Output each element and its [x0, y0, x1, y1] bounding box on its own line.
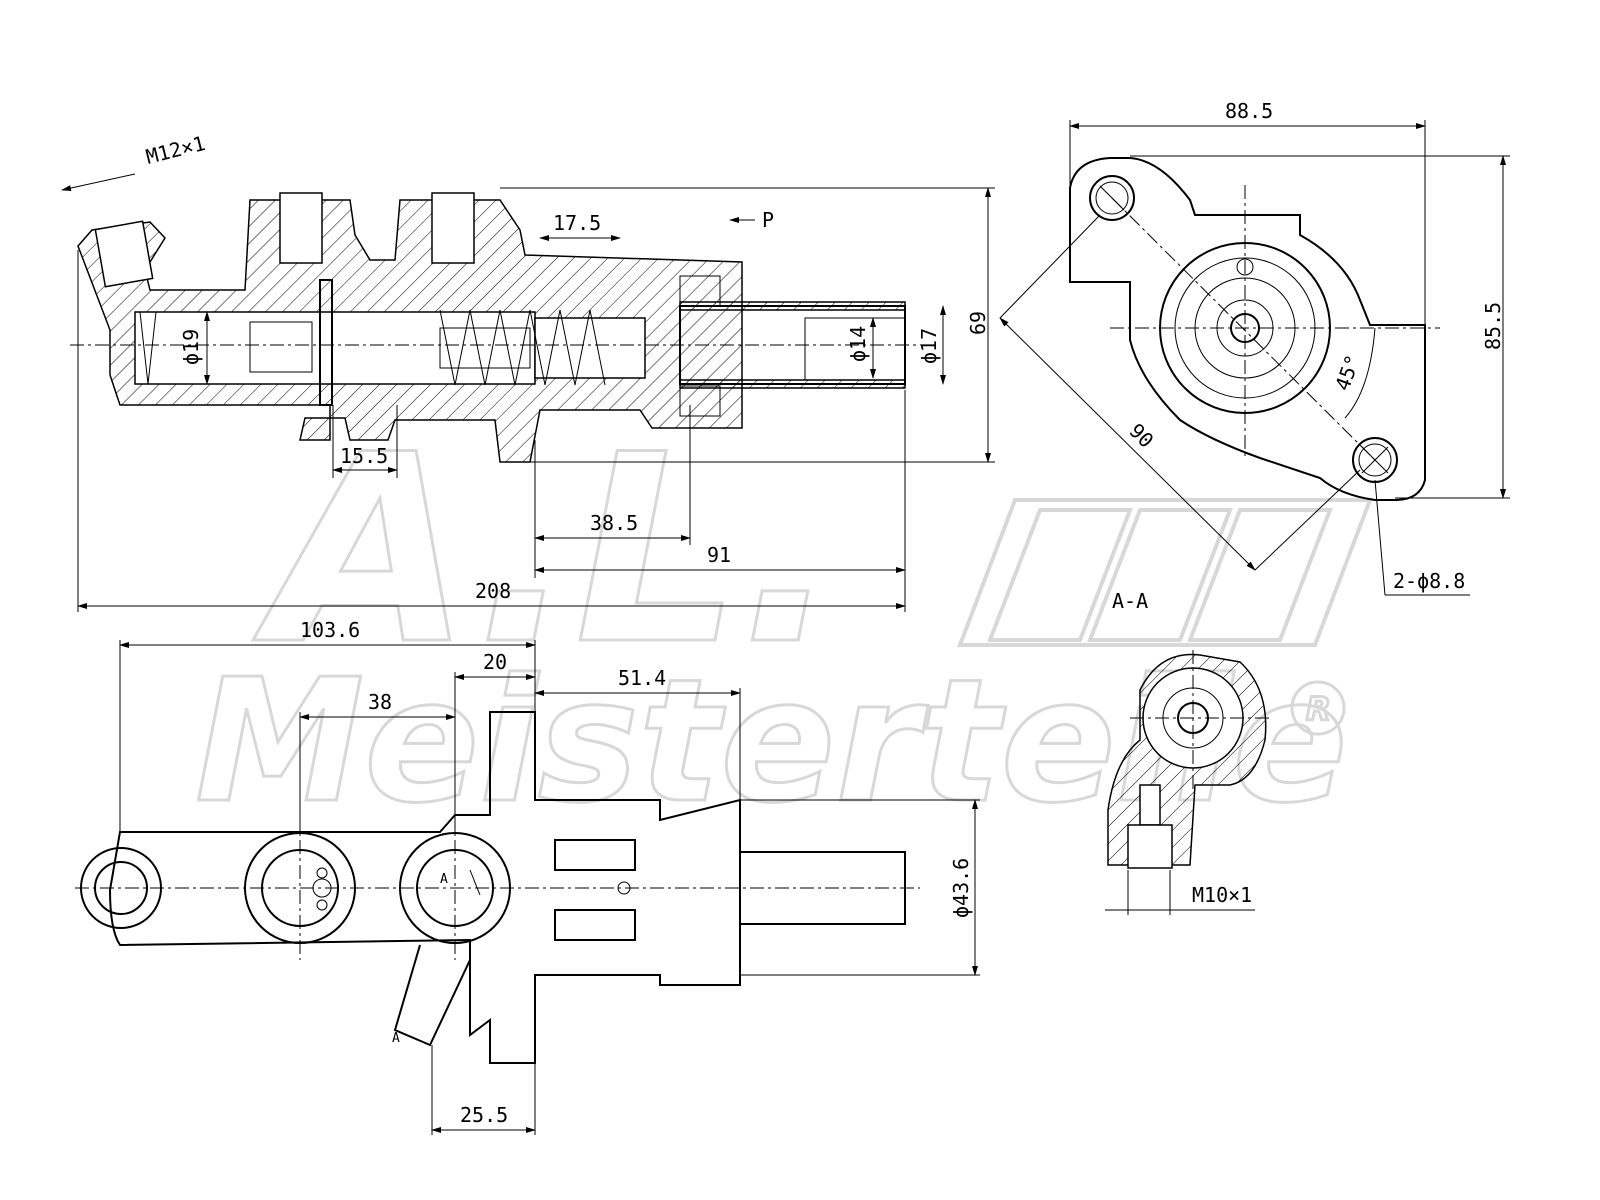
watermark-brand: A.L.	[250, 400, 840, 702]
piston-2	[439, 327, 531, 369]
dim-d17: ϕ17	[917, 328, 941, 364]
dim-thread-side: M10×1	[1192, 883, 1252, 907]
aa-channel	[1139, 784, 1161, 826]
section-marker-a2: A	[392, 1031, 400, 1046]
dim-51-4: 51.4	[618, 666, 666, 690]
dim-holes: 2-ϕ8.8	[1393, 569, 1465, 593]
seal-bottom	[679, 385, 721, 417]
section-aa-view: A-A M10×1	[1105, 589, 1270, 915]
mount-hole-1-inner	[1095, 181, 1129, 215]
watermark-logo	[957, 498, 1373, 647]
hole-2-cross-b	[1361, 446, 1389, 474]
inlet-fitting	[94, 220, 154, 288]
spring-2	[139, 311, 157, 385]
dim-17-5: 17.5	[553, 211, 601, 235]
dim-85-5: 85.5	[1481, 302, 1505, 350]
port-1-hole-a	[316, 867, 328, 879]
bleed-hole	[1236, 258, 1254, 276]
dim-d19: ϕ19	[179, 329, 203, 365]
dim-25-5: 25.5	[460, 1103, 508, 1127]
ext-90-a	[999, 214, 1101, 319]
secondary-bore	[534, 317, 646, 379]
port-1	[279, 192, 323, 264]
dim-69: 69	[966, 311, 990, 335]
p-label: P	[762, 208, 774, 232]
port-2	[431, 192, 475, 264]
dim-d14: ϕ14	[846, 326, 870, 362]
piston-1	[249, 321, 313, 373]
rod-hatch-bottom	[679, 379, 906, 389]
dim-thread-top: M12×1	[143, 131, 207, 169]
aa-fitting	[1127, 824, 1173, 869]
plan-recess-bottom	[554, 909, 636, 941]
dim-103-6: 103.6	[300, 618, 360, 642]
ext-90-b	[1254, 469, 1361, 571]
section-mark-line	[469, 869, 481, 896]
section-label: A-A	[1112, 589, 1148, 613]
seal-top	[679, 275, 721, 307]
dim-90-line	[999, 317, 1256, 571]
mount-hole-1	[1089, 175, 1135, 221]
dim-88-5: 88.5	[1225, 99, 1273, 123]
spring-1	[439, 309, 606, 386]
dim-15-5: 15.5	[340, 444, 388, 468]
end-view: 88.5 85.5 90 45° 2-ϕ8.8	[999, 99, 1510, 596]
watermark-registered: R	[1306, 690, 1331, 728]
watermark-registered-circle	[1290, 680, 1346, 736]
section-view: M12×1 ϕ19 ϕ14 ϕ17 69 17.5 P 15.5 38.5 91…	[61, 131, 995, 612]
outlet-port	[393, 944, 471, 1047]
angle-arc	[1344, 327, 1376, 419]
dim-thread-line	[61, 173, 136, 192]
port-1-hole-c	[316, 899, 328, 911]
end-centerline-diag	[1111, 197, 1376, 461]
plan-recess-top	[554, 839, 636, 871]
stop-pin	[319, 279, 333, 406]
dim-208: 208	[475, 579, 511, 603]
dim-90: 90	[1124, 419, 1158, 453]
dim-38: 38	[368, 690, 392, 714]
dim-91: 91	[707, 543, 731, 567]
dim-38-5: 38.5	[590, 511, 638, 535]
dim-45: 45°	[1330, 352, 1365, 394]
leader-holes	[1374, 479, 1386, 596]
dim-20: 20	[483, 650, 507, 674]
section-marker-a: A	[440, 872, 448, 887]
rod-tip	[804, 317, 906, 381]
dim-43-6: ϕ43.6	[949, 858, 973, 918]
mount-hole-2-inner	[1358, 443, 1392, 477]
plan-view: A A 103.6 20 38 51.4 ϕ43.6 25.5	[75, 618, 980, 1135]
